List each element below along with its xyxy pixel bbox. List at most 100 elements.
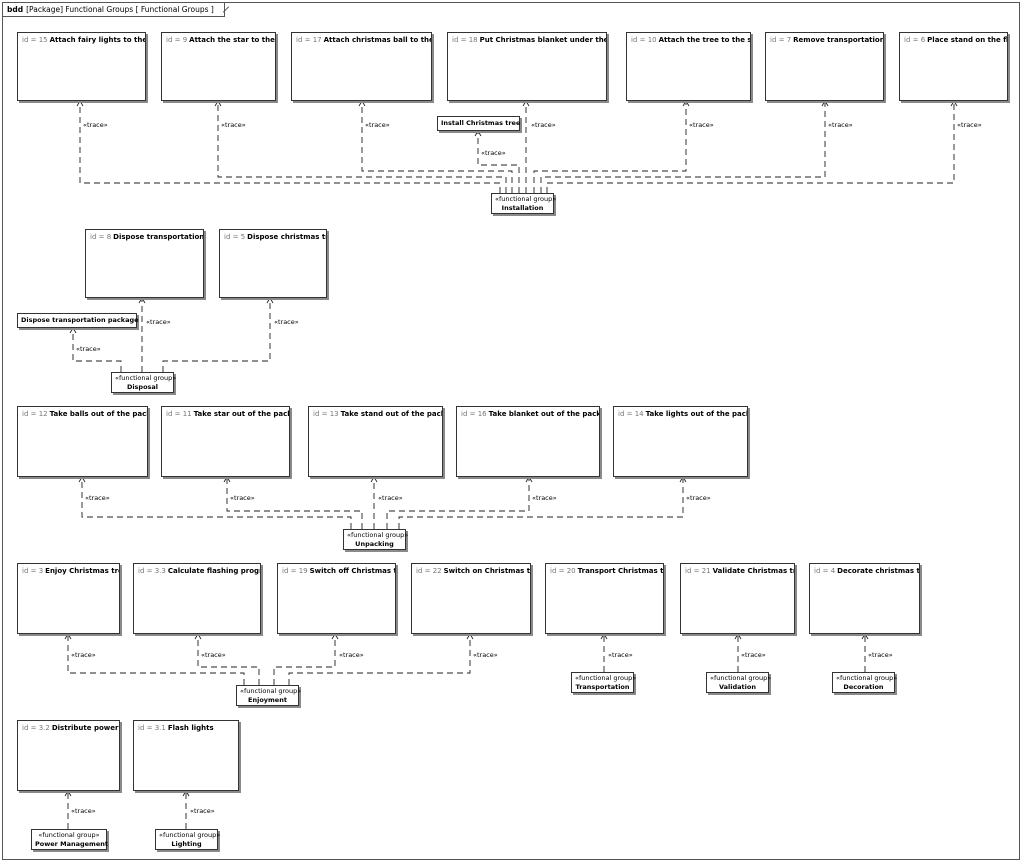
group-stereotype: «functional group» [159, 831, 221, 839]
trace-line [540, 101, 826, 193]
function-name: Attach fairy lights to the tree [49, 36, 146, 44]
function-name: Switch off Christmas tree [309, 567, 395, 575]
function-id: id = 10 [631, 36, 657, 44]
functional-group-disposal[interactable]: «functional group»Disposal [111, 372, 176, 393]
group-stereotype: «functional group» [575, 674, 637, 682]
trace-arrowhead [64, 790, 72, 797]
trace-label: «trace» [365, 121, 390, 129]
trace-label: «trace» [221, 121, 246, 129]
frame-header: bdd[Package] Functional Groups [ Functio… [3, 3, 225, 17]
trace-label: «trace» [481, 149, 506, 157]
function-id: id = 16 [461, 410, 487, 418]
functional-group-validation[interactable]: «functional group»Validation [706, 672, 771, 693]
function-id: id = 9 [166, 36, 188, 44]
trace-label: «trace» [71, 651, 96, 659]
function-id: id = 20 [550, 567, 576, 575]
functional-group-installation[interactable]: «functional group»Installation [491, 193, 556, 214]
external-function-install[interactable]: Install Christmas tree [437, 116, 520, 131]
functional-group-power[interactable]: «functional group»Power Management [31, 829, 108, 850]
group-name: Transportation [575, 683, 630, 691]
trace-label: «trace» [190, 807, 215, 815]
group-name: Enjoyment [248, 696, 287, 704]
trace-label: «trace» [957, 121, 982, 129]
external-function-dispose_pkg[interactable]: Dispose transportation package [17, 313, 139, 328]
function-id: id = 6 [904, 36, 926, 44]
trace-arrowhead [821, 100, 829, 107]
trace-arrowhead [78, 476, 86, 483]
trace-arrowhead [266, 297, 274, 304]
functional-group-unpacking[interactable]: «functional group»Unpacking [343, 529, 409, 550]
function-name: Place stand on the floor [927, 36, 1008, 44]
trace-arrowhead [600, 633, 608, 640]
function-name: Dispose christmas tree [247, 233, 326, 241]
function-name: Take blanket out of the package [488, 410, 599, 418]
function-id: id = 15 [22, 36, 48, 44]
trace-arrowhead [466, 633, 474, 640]
trace-arrowhead [76, 100, 84, 107]
trace-arrowhead [223, 476, 231, 483]
function-name: Decorate christmas tree [837, 567, 920, 575]
group-stereotype: «functional group» [38, 831, 100, 839]
function-id: id = 22 [416, 567, 442, 575]
trace-line [546, 101, 955, 193]
functional-group-lighting[interactable]: «functional group»Lighting [155, 829, 221, 850]
trace-arrowhead [734, 633, 742, 640]
function-id: id = 4 [814, 567, 836, 575]
function-id: id = 18 [452, 36, 478, 44]
trace-line [162, 298, 271, 372]
trace-line [226, 477, 363, 529]
trace-arrowhead [69, 327, 77, 334]
trace-label: «trace» [532, 494, 557, 502]
trace-arrowhead [474, 130, 482, 137]
trace-label: «trace» [828, 121, 853, 129]
function-id: id = 3.2 [22, 724, 50, 732]
trace-label: «trace» [686, 494, 711, 502]
function-id: id = 12 [22, 410, 48, 418]
trace-label: «trace» [378, 494, 403, 502]
function-id: id = 13 [313, 410, 339, 418]
trace-arrowhead [950, 100, 958, 107]
function-id: id = 19 [282, 567, 308, 575]
functional-group-decoration[interactable]: «functional group»Decoration [832, 672, 898, 693]
function-id: id = 3.3 [138, 567, 166, 575]
group-name: Disposal [126, 383, 159, 391]
function-name: Dispose transportation net [113, 233, 204, 241]
trace-line [398, 477, 684, 529]
trace-label: «trace» [230, 494, 255, 502]
group-stereotype: «functional group» [836, 674, 898, 682]
group-stereotype: «functional group» [347, 531, 409, 539]
function-id: id = 14 [618, 410, 644, 418]
group-stereotype: «functional group» [240, 687, 302, 695]
trace-arrowhead [182, 790, 190, 797]
function-name: Take balls out of the package [49, 410, 147, 418]
functional-group-enjoyment[interactable]: «functional group»Enjoyment [236, 685, 302, 706]
functional-group-transportation[interactable]: «functional group»Transportation [571, 672, 637, 693]
trace-line [386, 477, 530, 529]
function-name: Take stand out of the package [340, 410, 442, 418]
